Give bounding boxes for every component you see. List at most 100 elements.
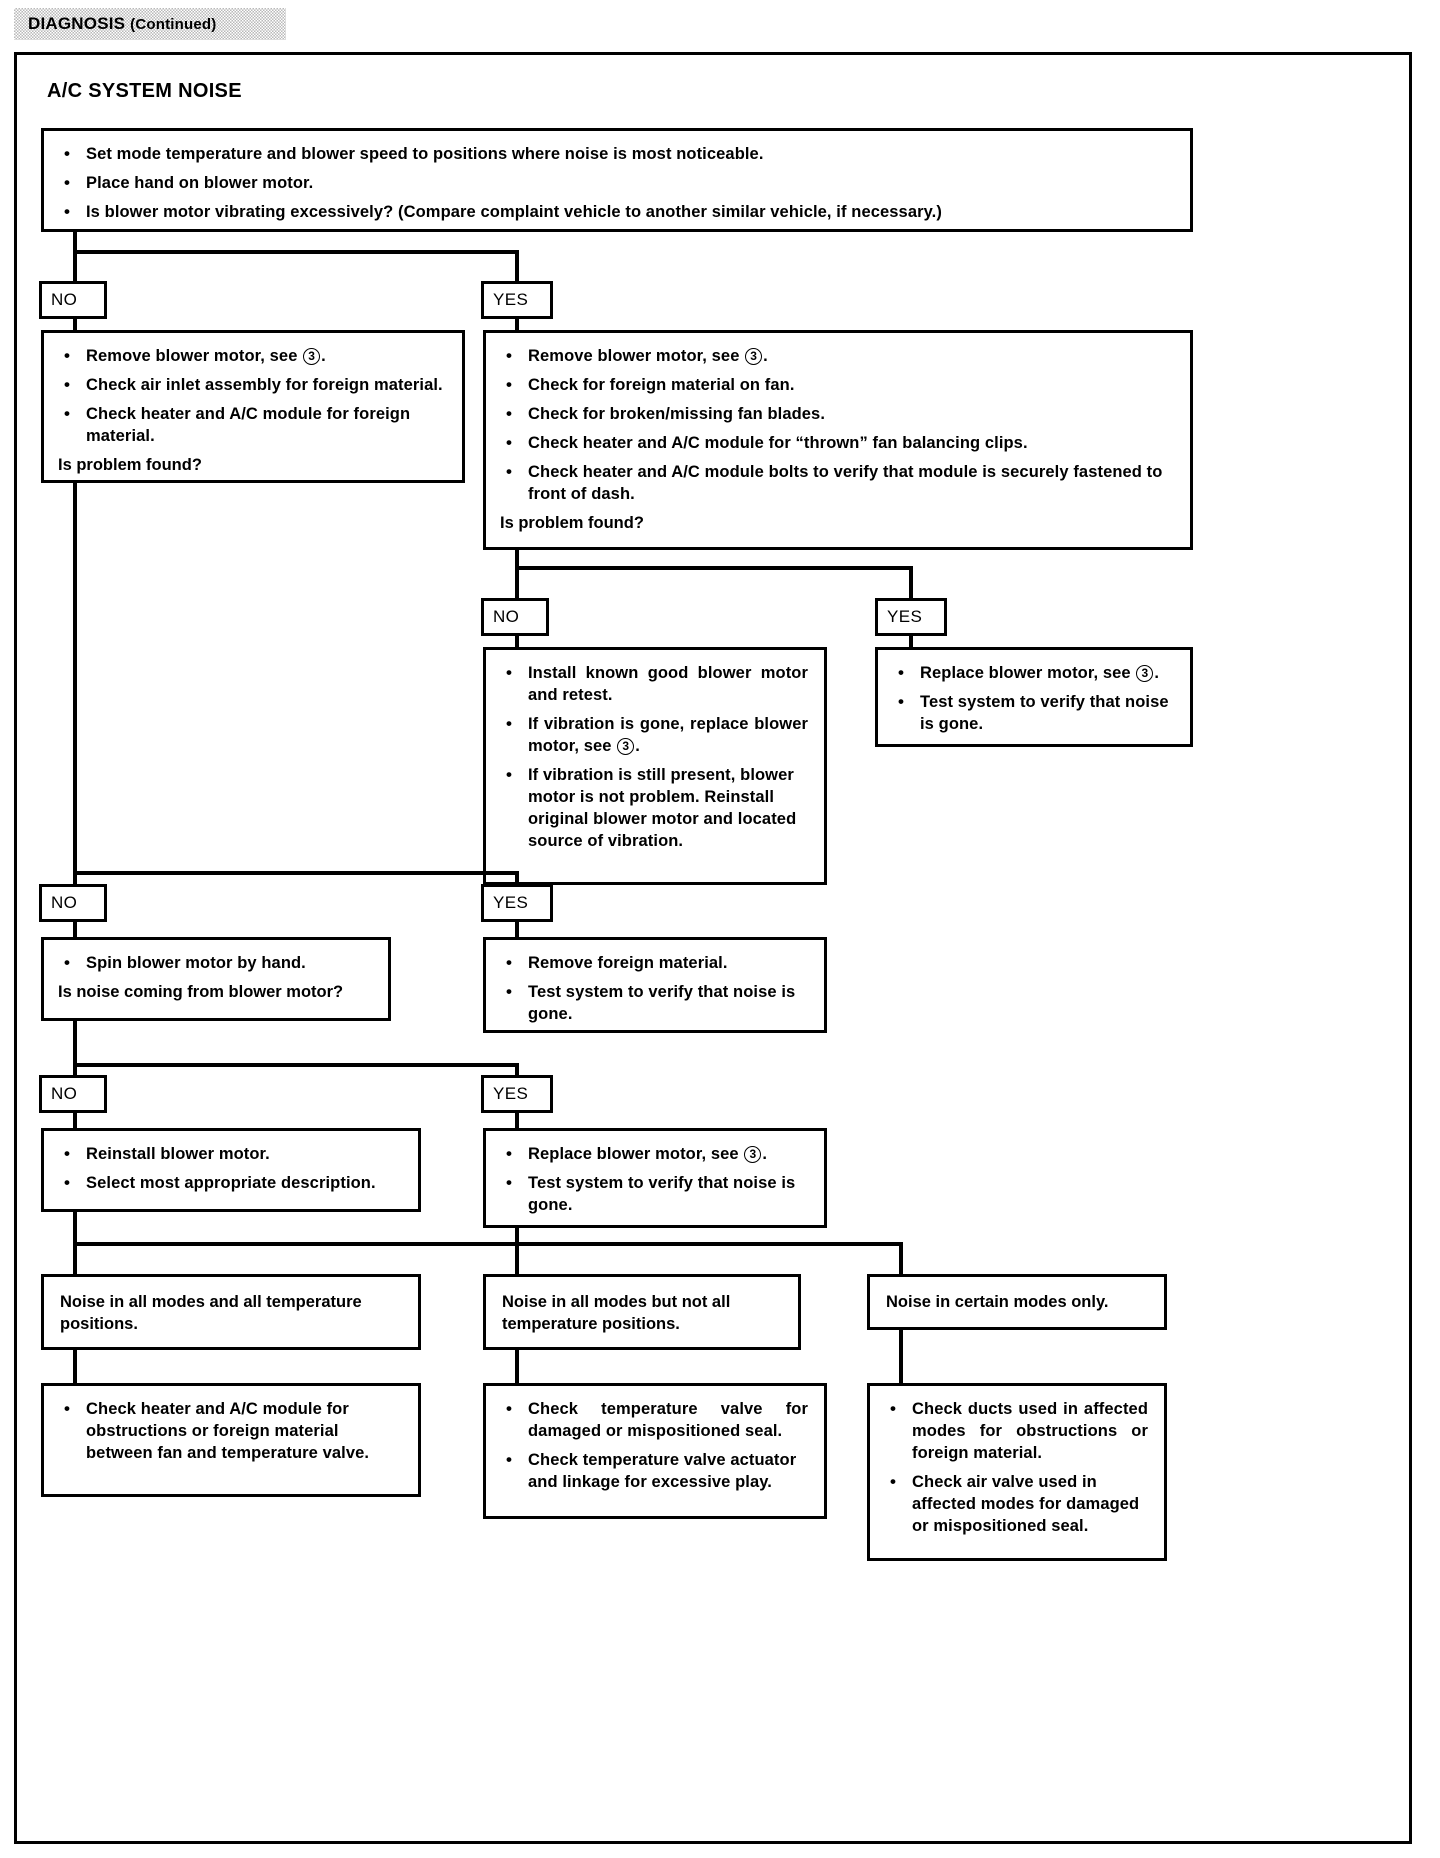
connector-no2-down <box>515 566 519 600</box>
list-item: Check heater and A/C module bolts to ver… <box>498 461 1174 506</box>
list-item: Check for foreign material on fan. <box>498 374 1174 397</box>
list-item: Check heater and A/C module for foreign … <box>56 403 446 448</box>
list-item: Install known good blower motor and rete… <box>498 662 808 707</box>
replace-blower-2-bullets: Replace blower motor, see 3. Test system… <box>498 1143 808 1217</box>
list-item: Check air inlet assembly for foreign mat… <box>56 374 446 397</box>
reference-marker-icon: 3 <box>1136 665 1154 682</box>
start-bullets: Set mode temperature and blower speed to… <box>56 143 1174 224</box>
list-item: Test system to verify that noise is gone… <box>498 981 808 1026</box>
connector-yes4-to-box <box>515 1111 519 1131</box>
list-item: Remove blower motor, see 3. <box>56 345 446 368</box>
question-text: Is problem found? <box>500 513 644 532</box>
result-text: Noise in all modes and all temperature p… <box>60 1293 362 1334</box>
result-certain-modes-box: Noise in certain modes only. <box>867 1274 1167 1330</box>
action-all-modes-bullets: Check heater and A/C module for obstruct… <box>56 1398 402 1465</box>
action-certain-modes-box: Check ducts used in affected modes for o… <box>867 1383 1167 1561</box>
list-item: Check temperature valve actuator and lin… <box>498 1449 808 1494</box>
replace-blower-1-box: Replace blower motor, see 3. Test system… <box>875 647 1193 747</box>
action-not-all-temp-bullets: Check temperature valve for damaged or m… <box>498 1398 808 1494</box>
start-box: Set mode temperature and blower speed to… <box>41 128 1193 232</box>
no-branch-1-box: Remove blower motor, see 3. Check air in… <box>41 330 465 483</box>
list-item: If vibration is gone, replace blower mot… <box>498 713 808 758</box>
connector-result2-down <box>515 1242 519 1278</box>
connector-yes1-to-box <box>515 317 519 333</box>
connector-no4-to-box <box>73 1111 77 1131</box>
tag-no-3: NO <box>39 884 107 922</box>
connector-yes3-to-box <box>515 920 519 940</box>
yes-branch-1-box: Remove blower motor, see 3. Check for fo… <box>483 330 1193 550</box>
tag-no-4: NO <box>39 1075 107 1113</box>
question-text: Is problem found? <box>58 455 202 474</box>
connector-yes1-box-down <box>515 548 519 570</box>
install-known-good-bullets: Install known good blower motor and rete… <box>498 662 808 853</box>
result-all-modes-box: Noise in all modes and all temperature p… <box>41 1274 421 1350</box>
connector-r1-to-action <box>73 1348 77 1386</box>
tag-yes-2: YES <box>875 598 947 636</box>
page-title: A/C SYSTEM NOISE <box>47 80 242 102</box>
reference-marker-icon: 3 <box>303 348 321 365</box>
connector-start-down <box>73 232 77 254</box>
list-item: Check heater and A/C module for obstruct… <box>56 1398 402 1465</box>
connector-no1-to-box <box>73 317 77 333</box>
remove-foreign-bullets: Remove foreign material. Test system to … <box>498 952 808 1026</box>
connector-split-1 <box>73 250 519 254</box>
result-not-all-temp-box: Noise in all modes but not all temperatu… <box>483 1274 801 1350</box>
result-text: Noise in certain modes only. <box>886 1293 1109 1311</box>
connector-replace2-down <box>515 1226 519 1246</box>
reference-marker-icon: 3 <box>617 737 635 755</box>
connector-no3-to-box <box>73 920 77 940</box>
connector-no2-to-box <box>515 634 519 650</box>
list-item: Check temperature valve for damaged or m… <box>498 1398 808 1443</box>
list-item: Set mode temperature and blower speed to… <box>56 143 1174 166</box>
action-certain-modes-bullets: Check ducts used in affected modes for o… <box>882 1398 1148 1538</box>
list-item: Test system to verify that noise is gone… <box>498 1172 808 1217</box>
question-text: Is noise coming from blower motor? <box>58 982 344 1001</box>
install-known-good-box: Install known good blower motor and rete… <box>483 647 827 885</box>
connector-split-4 <box>73 1063 519 1067</box>
spin-blower-box: Spin blower motor by hand. Is noise comi… <box>41 937 391 1021</box>
connector-no1-down <box>73 250 77 284</box>
result-text: Noise in all modes but not all temperatu… <box>502 1293 731 1334</box>
tag-no-2: NO <box>481 598 549 636</box>
connector-r3-to-action <box>899 1328 903 1386</box>
list-item: Check for broken/missing fan blades. <box>498 403 1174 426</box>
action-all-modes-box: Check heater and A/C module for obstruct… <box>41 1383 421 1497</box>
spin-blower-bullets: Spin blower motor by hand. <box>56 952 372 975</box>
list-item: Replace blower motor, see 3. <box>890 662 1174 685</box>
reference-marker-icon: 3 <box>744 1146 762 1163</box>
connector-split-5 <box>73 1242 903 1246</box>
page-header-tab: DIAGNOSIS (Continued) <box>14 8 286 40</box>
list-item: Test system to verify that noise is gone… <box>890 691 1174 736</box>
list-item: Remove foreign material. <box>498 952 808 975</box>
list-item: Place hand on blower motor. <box>56 172 1174 195</box>
list-item: Is blower motor vibrating excessively? (… <box>56 201 1174 224</box>
list-item: Replace blower motor, see 3. <box>498 1143 808 1166</box>
replace-blower-1-bullets: Replace blower motor, see 3. Test system… <box>890 662 1174 736</box>
connector-yes2-to-box <box>909 634 913 650</box>
connector-split-3 <box>73 871 519 875</box>
list-item: Check ducts used in affected modes for o… <box>882 1398 1148 1465</box>
action-not-all-temp-box: Check temperature valve for damaged or m… <box>483 1383 827 1519</box>
connector-no1-long-down <box>73 481 77 875</box>
list-item: Select most appropriate description. <box>56 1172 402 1195</box>
tag-yes-1: YES <box>481 281 553 319</box>
connector-reinstall-down <box>73 1210 77 1246</box>
connector-result1-down <box>73 1242 77 1278</box>
connector-yes1-down <box>515 250 519 284</box>
remove-foreign-box: Remove foreign material. Test system to … <box>483 937 827 1033</box>
connector-spin-down <box>73 1019 77 1067</box>
replace-blower-2-box: Replace blower motor, see 3. Test system… <box>483 1128 827 1228</box>
list-item: Check heater and A/C module for “thrown”… <box>498 432 1174 455</box>
reinstall-blower-bullets: Reinstall blower motor. Select most appr… <box>56 1143 402 1195</box>
list-item: Reinstall blower motor. <box>56 1143 402 1166</box>
list-item: If vibration is still present, blower mo… <box>498 764 808 853</box>
header-title: DIAGNOSIS (Continued) <box>28 14 217 33</box>
reference-marker-icon: 3 <box>745 348 763 365</box>
list-item: Spin blower motor by hand. <box>56 952 372 975</box>
list-item: Check air valve used in affected modes f… <box>882 1471 1148 1538</box>
tag-yes-3: YES <box>481 884 553 922</box>
no-branch-1-bullets: Remove blower motor, see 3. Check air in… <box>56 345 446 448</box>
tag-no-1: NO <box>39 281 107 319</box>
list-item: Remove blower motor, see 3. <box>498 345 1174 368</box>
